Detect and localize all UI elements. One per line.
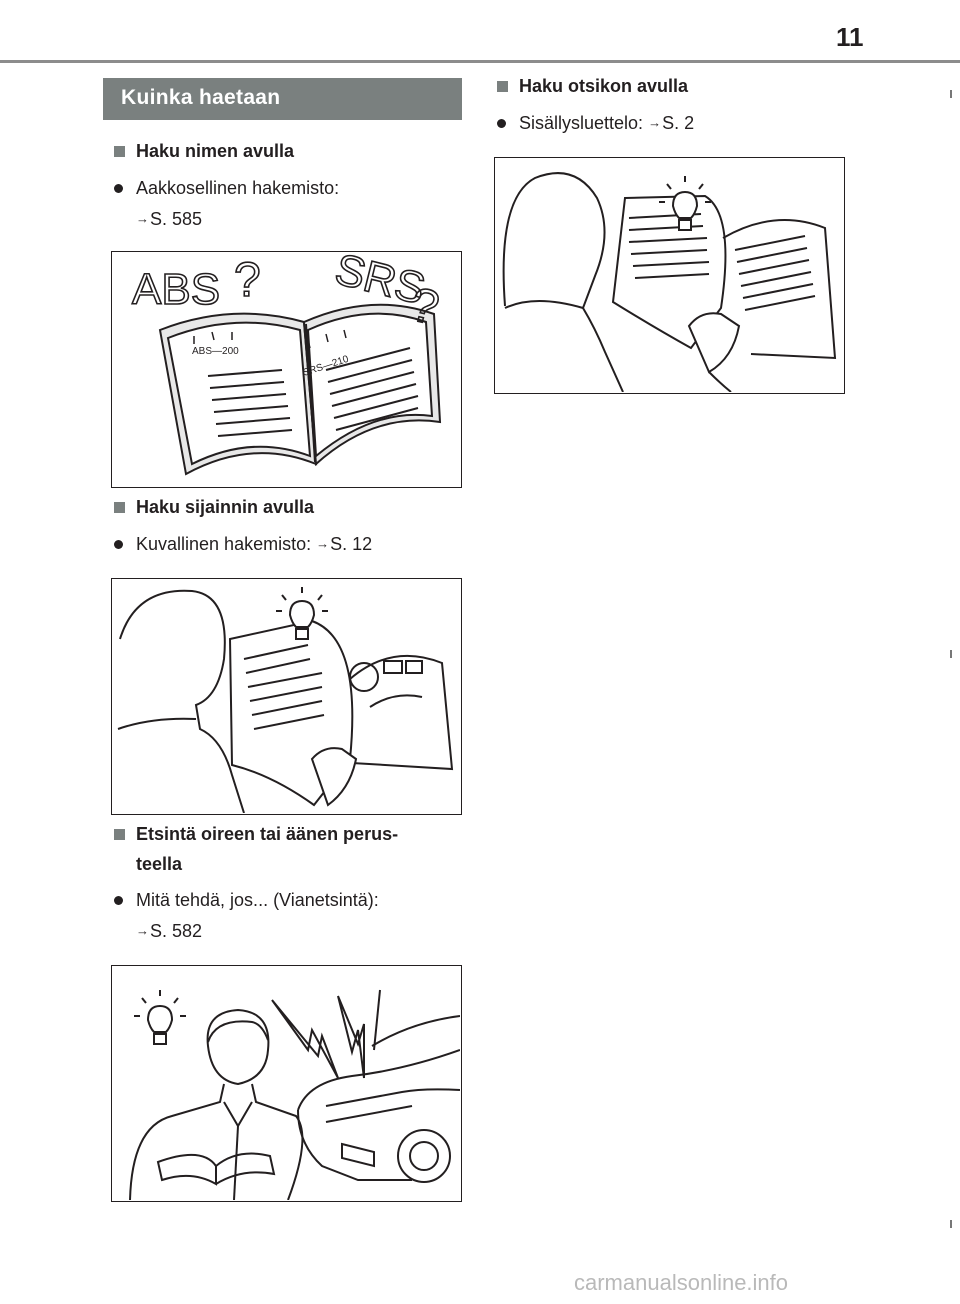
heading-search-by-title: Haku otsikon avulla: [497, 72, 688, 100]
square-bullet-icon: [497, 81, 508, 92]
abs-text: ABS: [132, 265, 220, 314]
bullet-table-of-contents[interactable]: Sisällysluettelo: →S. 2: [497, 107, 694, 139]
arrow-icon: →: [136, 923, 149, 938]
heading-search-by-name: Haku nimen avulla: [114, 137, 294, 165]
page-number: 11: [836, 22, 864, 52]
heading-search-by-symptom-line2: teella: [136, 854, 183, 874]
square-bullet-icon: [114, 502, 125, 513]
header-rule: [0, 60, 960, 63]
illustration-open-book-abs-srs: ABS ? SRS ? ABS—200 SRS—210: [111, 251, 462, 488]
bullet-pictorial-index[interactable]: Kuvallinen hakemisto: →S. 12: [114, 528, 372, 560]
illustration-reader-table-of-contents: [494, 157, 845, 394]
square-bullet-icon: [114, 146, 125, 157]
question-mark: ?: [234, 254, 261, 307]
bullet-troubleshooting: Mitä tehdä, jos... (Vianetsintä):: [114, 884, 379, 916]
round-bullet-icon: [114, 896, 123, 905]
round-bullet-icon: [114, 540, 123, 549]
heading-search-by-location: Haku sijainnin avulla: [114, 493, 314, 521]
margin-tick: [950, 90, 952, 98]
page-tag-abs: ABS—200: [192, 346, 239, 357]
round-bullet-icon: [497, 119, 506, 128]
ref-alphabetical-index[interactable]: →S. 585: [136, 203, 202, 235]
round-bullet-icon: [114, 184, 123, 193]
watermark: carmanualsonline.info: [574, 1270, 789, 1295]
heading-search-by-symptom: Etsintä oireen tai äänen perus-: [114, 820, 398, 848]
arrow-icon: →: [316, 536, 330, 551]
ref-troubleshooting[interactable]: →S. 582: [136, 915, 202, 947]
section-title: Kuinka haetaan: [103, 78, 462, 120]
square-bullet-icon: [114, 829, 125, 840]
arrow-icon: →: [136, 211, 149, 226]
bullet-alphabetical-index: Aakkosellinen hakemisto:: [114, 172, 339, 204]
arrow-icon: →: [648, 115, 662, 130]
illustration-man-with-car-noise: [111, 965, 462, 1202]
margin-tick: [950, 1220, 952, 1228]
margin-tick: [950, 650, 952, 658]
illustration-reader-pictorial-index: [111, 578, 462, 815]
